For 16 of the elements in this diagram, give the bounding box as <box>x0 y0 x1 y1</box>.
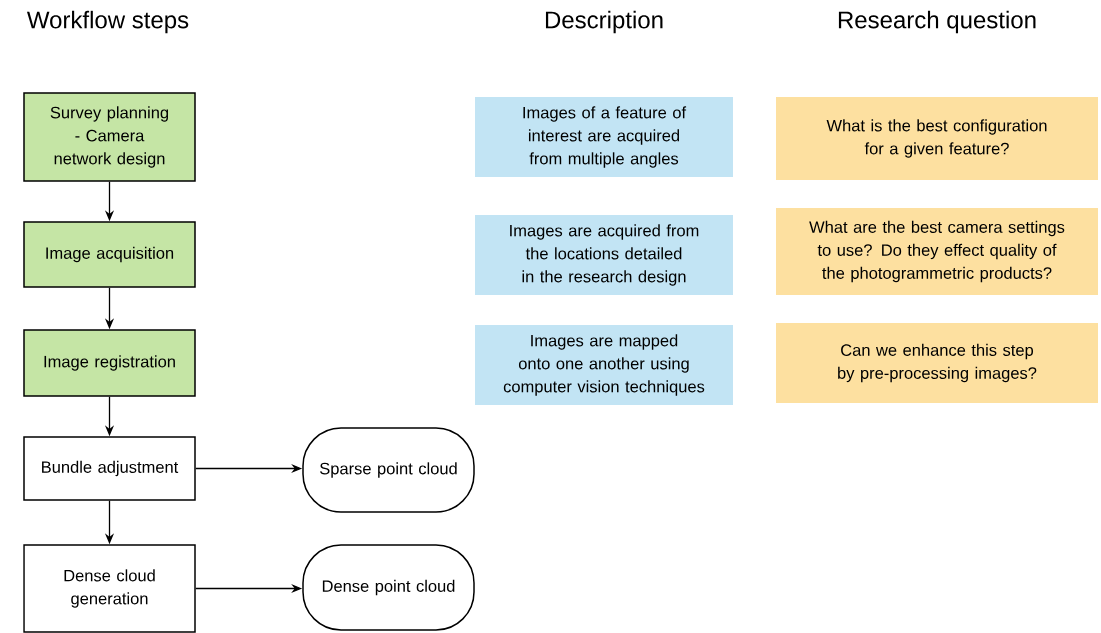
process-box: Bundle adjustment <box>23 436 196 501</box>
description-box: Images are mapped onto one another using computer vision techniques <box>475 325 733 405</box>
description-box: Images are acquired from the locations detailed in the research design <box>475 215 733 295</box>
process-box: Image acquisition <box>23 221 196 288</box>
column-heading: Description <box>545 10 663 34</box>
column-heading: Workflow steps <box>27 10 189 34</box>
process-box: Dense cloud generation <box>23 544 196 633</box>
output-box: Dense point cloud <box>302 544 475 631</box>
question-box: What are the best camera settings to use? Do they effect quality of the photogrammetric products? <box>776 208 1098 295</box>
question-box: Can we enhance this step by pre-processing images? <box>776 323 1098 403</box>
column-heading: Research question <box>838 10 1036 34</box>
question-box: What is the best configuration for a given feature? <box>776 97 1098 180</box>
output-box: Sparse point cloud <box>302 427 475 513</box>
description-box: Images of a feature of interest are acquired from multiple angles <box>475 97 733 177</box>
process-box: Image registration <box>23 329 196 397</box>
process-box: Survey planning - Camera network design <box>23 92 196 182</box>
